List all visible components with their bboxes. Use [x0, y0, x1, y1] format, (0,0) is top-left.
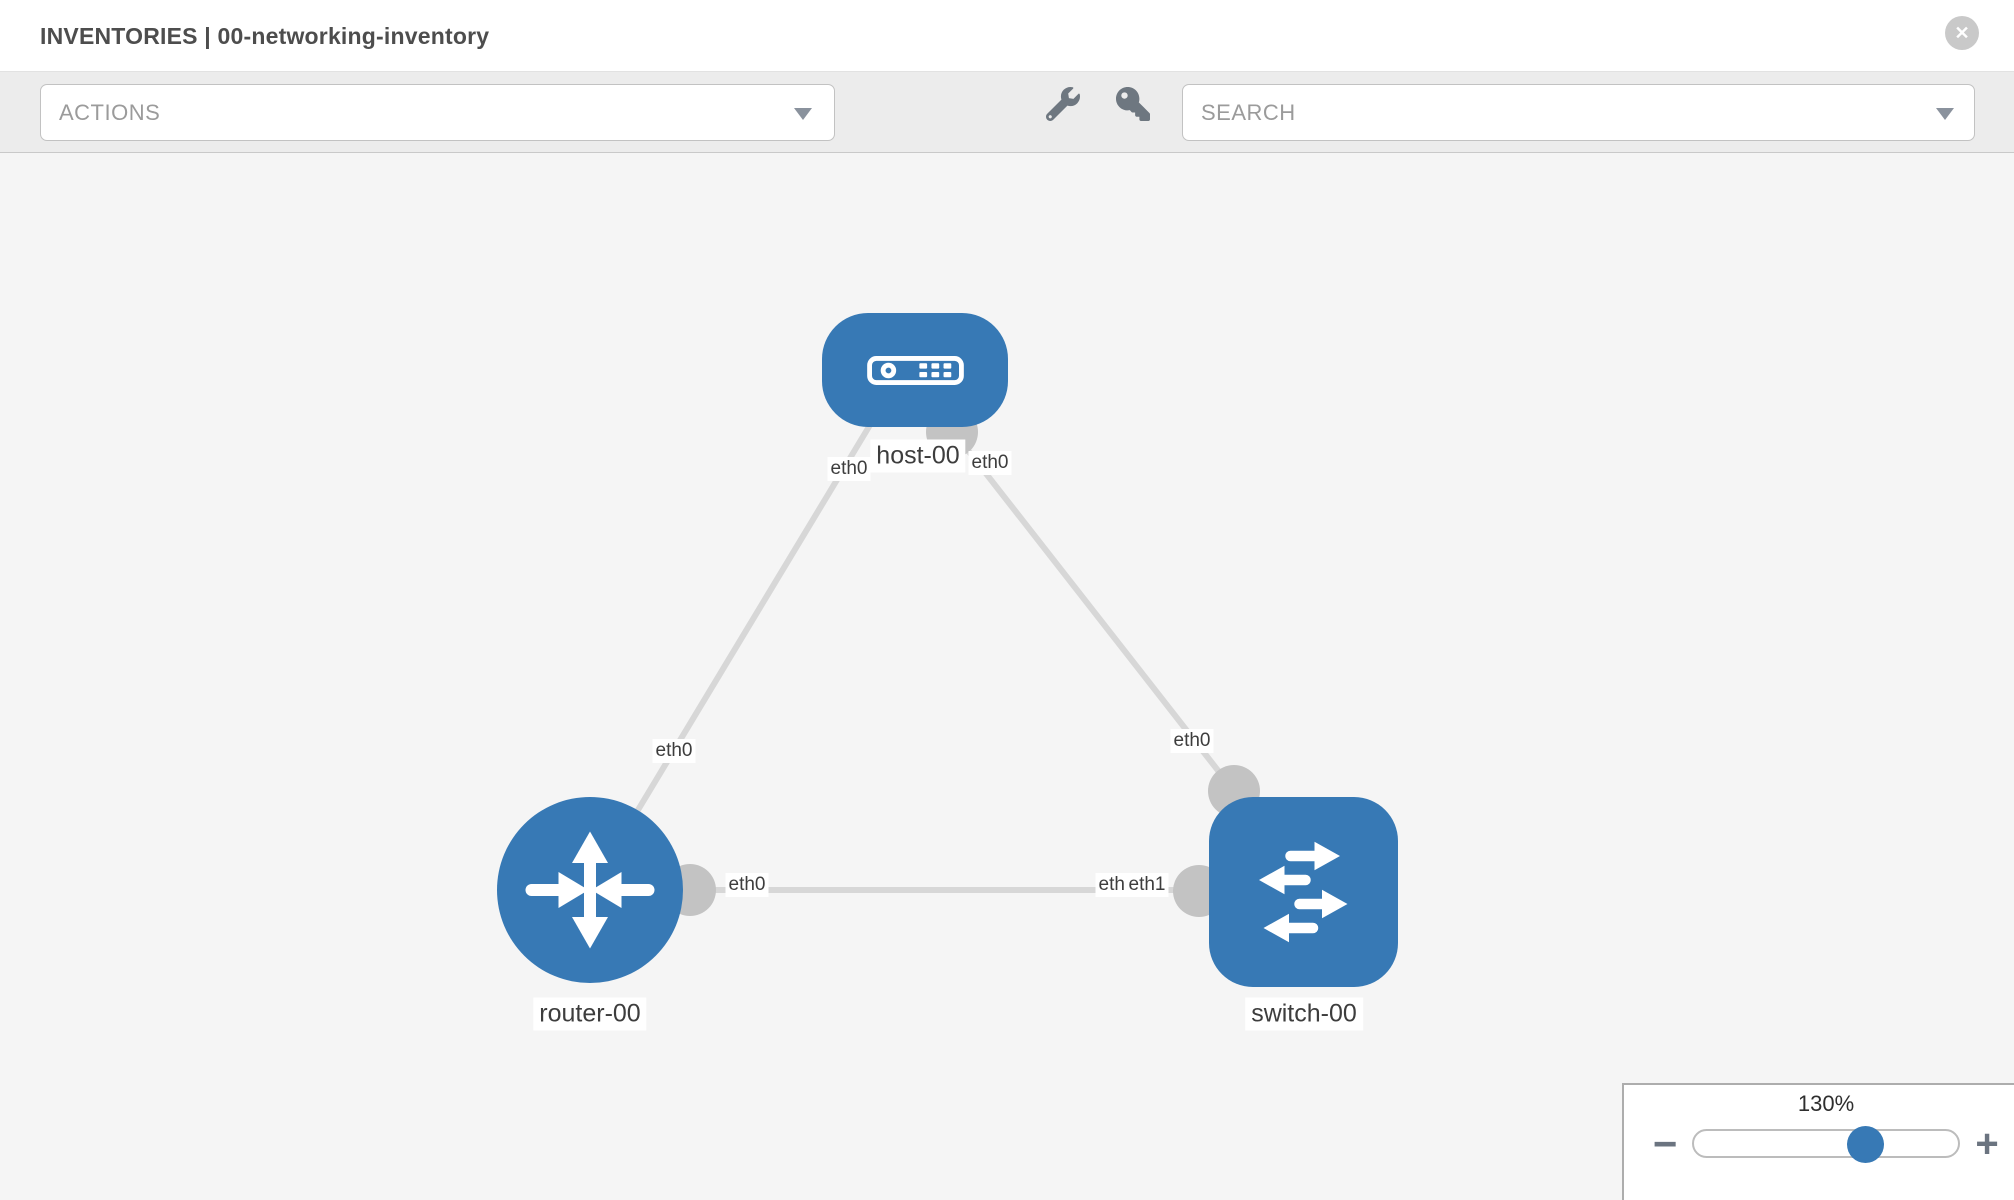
node-label-switch-00: switch-00: [1245, 997, 1363, 1031]
zoom-in-button[interactable]: +: [1965, 1122, 2009, 1166]
node-label-host-00: host-00: [870, 439, 966, 473]
chevron-down-icon: [1936, 108, 1954, 120]
minus-icon: −: [1652, 1120, 1678, 1167]
topology-links: [635, 422, 1237, 893]
chevron-down-icon: [794, 108, 812, 120]
search-dropdown[interactable]: SEARCH: [1182, 84, 1975, 141]
actions-dropdown-label: ACTIONS: [59, 100, 161, 125]
node-switch-00[interactable]: [1209, 797, 1398, 987]
adhoc-commands-button[interactable]: [1044, 85, 1082, 123]
iface-label-host-eth0-right: eth0: [968, 451, 1012, 475]
header: INVENTORIES | 00-networking-inventory ✕: [0, 0, 2014, 72]
router-icon: [525, 831, 655, 949]
node-host-00[interactable]: [822, 313, 1008, 427]
zoom-out-button[interactable]: −: [1643, 1120, 1687, 1167]
actions-dropdown[interactable]: ACTIONS: [40, 84, 835, 141]
wrench-icon: [1046, 87, 1080, 121]
zoom-slider-track[interactable]: [1692, 1129, 1960, 1158]
switch-icon: [1258, 841, 1347, 943]
toolbar: ACTIONS SEARCH: [0, 72, 2014, 153]
key-icon: [1116, 87, 1150, 121]
iface-label-switch-eth1: eth1: [1125, 873, 1169, 897]
zoom-level-value: 130%: [1797, 1091, 1855, 1116]
page-title: INVENTORIES | 00-networking-inventory: [40, 23, 490, 49]
node-label-router-00: router-00: [533, 997, 647, 1031]
close-button[interactable]: ✕: [1945, 16, 1979, 50]
credentials-button[interactable]: [1114, 85, 1152, 123]
server-icon: [866, 355, 964, 385]
iface-label-router-eth0-top: eth0: [652, 739, 696, 763]
close-icon: ✕: [1954, 22, 1970, 43]
iface-label-router-eth0-right: eth0: [725, 873, 769, 897]
topology-canvas[interactable]: host-00 router-00 switch-00 eth0 eth0 et…: [0, 153, 2014, 1200]
zoom-slider-thumb[interactable]: [1847, 1126, 1884, 1163]
iface-label-host-eth0-left: eth0: [827, 457, 871, 481]
iface-label-switch-eth0-top: eth0: [1170, 729, 1214, 753]
plus-icon: +: [1975, 1121, 1999, 1166]
zoom-control-panel: 130% − +: [1622, 1083, 2014, 1200]
node-router-00[interactable]: [497, 797, 683, 983]
search-dropdown-label: SEARCH: [1201, 100, 1296, 125]
